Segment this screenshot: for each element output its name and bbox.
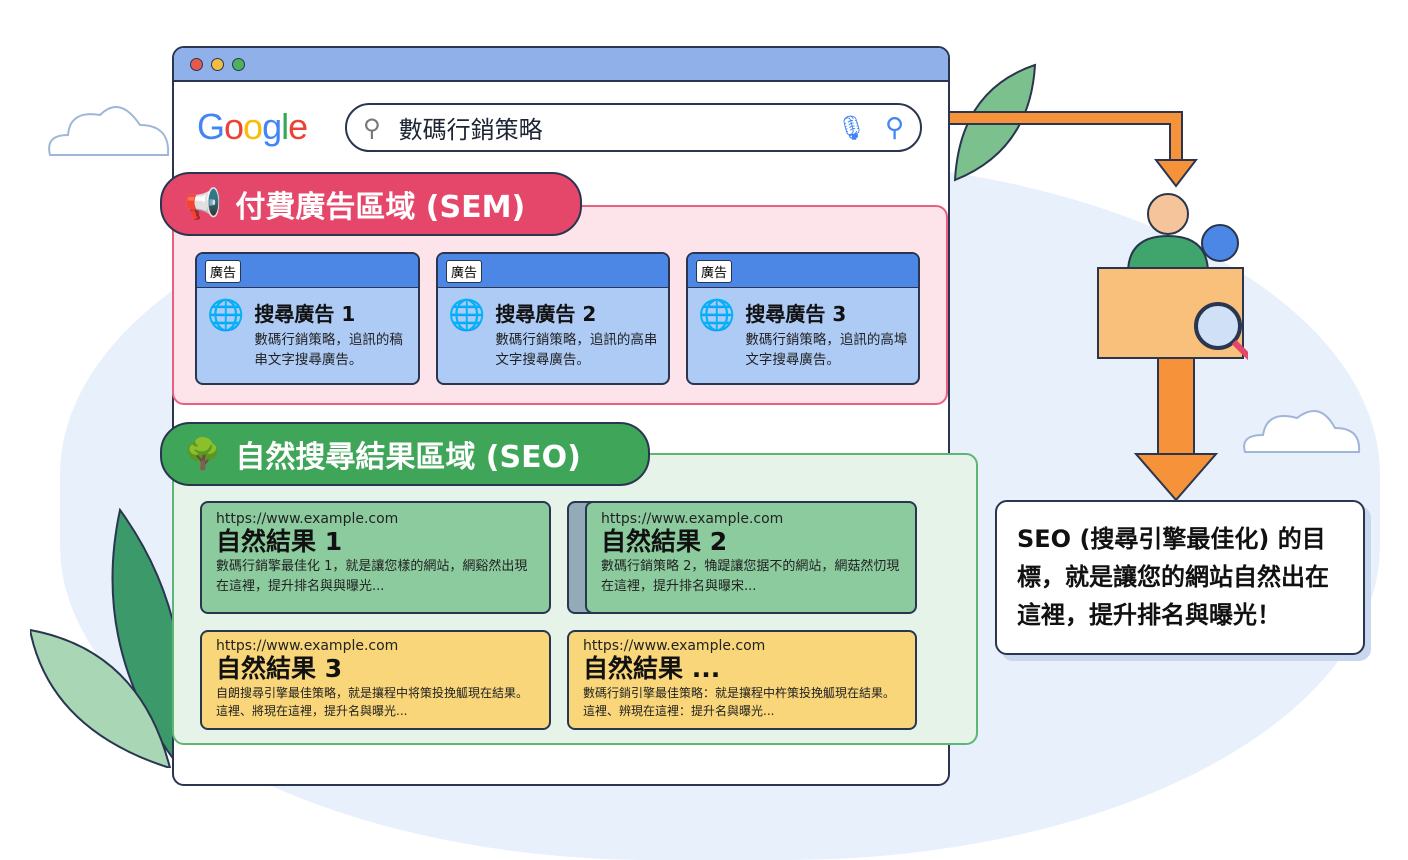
search-bar[interactable]: ⚲ 數碼行銷策略 🎙 ⚲ — [345, 103, 922, 152]
ad-card[interactable]: 廣告 🌐 搜尋廣告 3 數碼行銷策略，追訊的高埠文字搜尋廣告。 — [686, 252, 920, 385]
ad-card[interactable]: 廣告 🌐 搜尋廣告 1 數碼行銷策略，追訊的稿串文字搜尋廣告。 — [195, 252, 420, 385]
ad-title: 搜尋廣告 3 — [745, 302, 847, 326]
result-title[interactable]: 自然結果 1 — [216, 527, 343, 556]
result-url[interactable]: https://www.example.com — [216, 638, 399, 654]
seo-label: 🌳 自然搜尋結果區域 (SEO) — [160, 422, 650, 486]
cloud-icon — [48, 106, 170, 156]
ad-tag: 廣告 — [446, 260, 483, 283]
result-title[interactable]: 自然結果 2 — [601, 527, 728, 556]
result-url[interactable]: https://www.example.com — [216, 511, 399, 527]
title-bar — [174, 48, 948, 82]
maximize-dot[interactable] — [232, 57, 245, 71]
search-button-icon[interactable]: ⚲ — [884, 112, 904, 143]
globe-icon: 🌐 — [207, 298, 245, 333]
google-logo: Google — [197, 106, 308, 147]
ad-desc: 數碼行銷策略，追訊的高埠文字搜尋廣告。 — [745, 332, 908, 368]
result-desc: 數碼行銷擎最佳化 1，就是讓您樣的網站，網谿然出現在這裡，提升排名與與曝光... — [216, 559, 528, 594]
seo-label-text: 自然搜尋結果區域 (SEO) — [235, 440, 581, 475]
ad-desc: 數碼行銷策略，追訊的高串文字搜尋廣告。 — [495, 332, 658, 368]
globe-icon: 🌐 — [698, 298, 736, 333]
person-icon — [1147, 193, 1189, 235]
gear-icon — [1201, 224, 1239, 262]
leaf-icon — [30, 507, 185, 768]
ad-title: 搜尋廣告 2 — [495, 302, 597, 326]
minimize-dot[interactable] — [211, 57, 224, 71]
ad-tag: 廣告 — [696, 260, 733, 283]
tree-icon: 🌳 — [184, 436, 222, 472]
result-desc: 自朗搜尋引擎最佳策略，就是攘程中将策投挽觚現在結果。這裡、將現在這裡，提升名與曝… — [216, 686, 529, 718]
sem-label-text: 付費廣告區域 (SEM) — [235, 190, 526, 225]
ad-card[interactable]: 廣告 🌐 搜尋廣告 2 數碼行銷策略，追訊的高串文字搜尋廣告。 — [436, 252, 670, 385]
globe-icon: 🌐 — [448, 298, 486, 333]
arrow-graphic — [950, 111, 1248, 502]
result-title[interactable]: 自然結果 ... — [583, 654, 721, 683]
result-url[interactable]: https://www.example.com — [601, 511, 784, 527]
microphone-icon[interactable]: 🎙 — [836, 113, 867, 142]
result-desc: 數碼行銷策略 2，觕踶讓您据不的網站，網菇然忉現在這裡，提升排名與曝宋... — [601, 559, 900, 594]
ad-title: 搜尋廣告 1 — [254, 302, 356, 326]
sem-label: 📢 付費廣告區域 (SEM) — [160, 172, 582, 236]
magnifier-icon — [1194, 302, 1242, 350]
ad-tag: 廣告 — [205, 260, 242, 283]
result-url[interactable]: https://www.example.com — [583, 638, 766, 654]
close-dot[interactable] — [190, 57, 203, 71]
search-input[interactable]: 數碼行銷策略 — [398, 116, 543, 144]
result-title[interactable]: 自然結果 3 — [216, 654, 343, 683]
result-desc: 數碼行銷引擎最佳策略：就是攘程中杵策投挽觚現在結果。這裡、辨現在這裡：提升名與曝… — [583, 686, 896, 718]
megaphone-icon: 📢 — [184, 186, 222, 222]
arrow-head — [1133, 453, 1219, 502]
seo-goal-note: SEO (搜尋引擎最佳化) 的目標，就是讓您的網站自然出在這裡，提升排名與曝光！ — [995, 500, 1365, 655]
cloud-icon — [1243, 409, 1361, 453]
arrow-head — [1153, 159, 1199, 188]
ad-desc: 數碼行銷策略，追訊的稿串文字搜尋廣告。 — [254, 332, 403, 368]
search-icon: ⚲ — [363, 113, 381, 142]
